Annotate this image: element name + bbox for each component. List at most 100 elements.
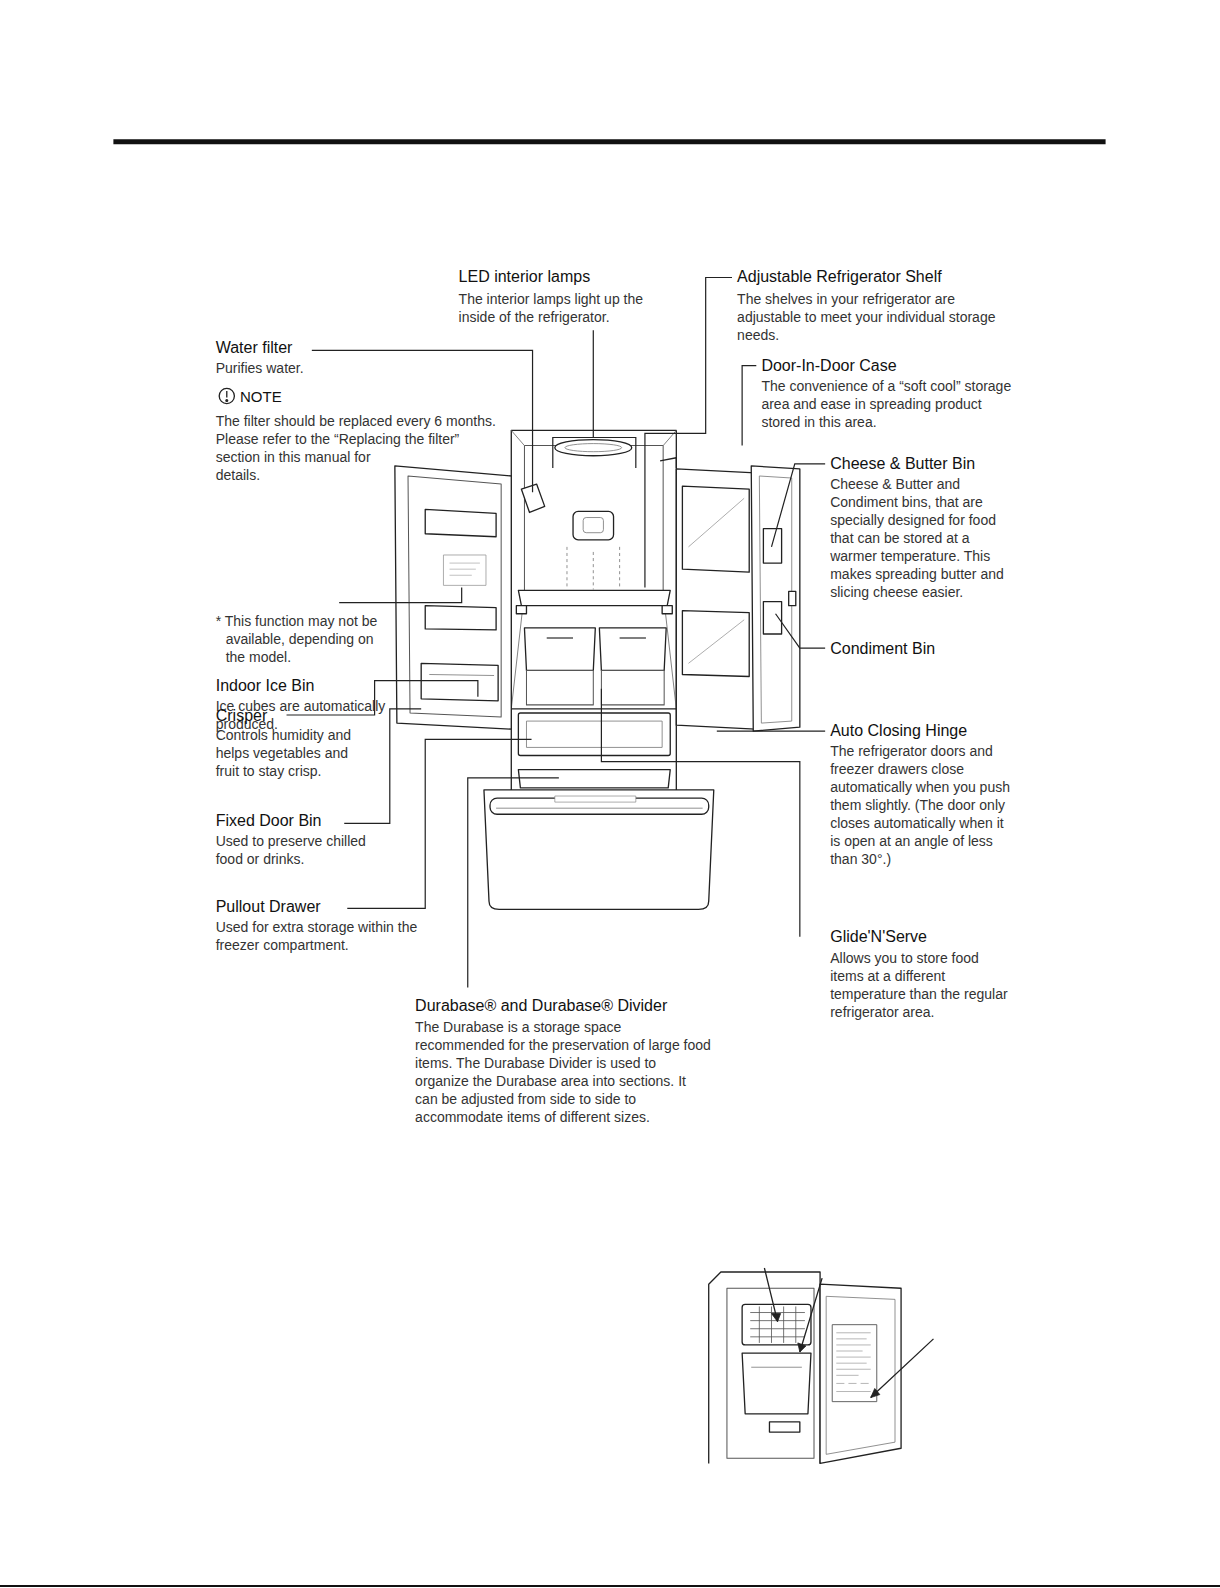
callout-heading: Adjustable Refrigerator Shelf bbox=[737, 267, 942, 286]
refrigerator-drawing bbox=[518, 770, 670, 788]
ice-maker-drawing bbox=[836, 1333, 870, 1392]
callout-heading: Glide'N'Serve bbox=[830, 927, 927, 946]
ice-maker-drawing bbox=[742, 1353, 811, 1414]
refrigerator-drawing bbox=[688, 498, 744, 547]
callout-text: Controls humidity and helps vegetables a… bbox=[216, 726, 371, 780]
refrigerator-drawing bbox=[688, 620, 744, 664]
callout-text: The convenience of a “soft cool” storage… bbox=[761, 377, 1013, 431]
callout-heading: Door-In-Door Case bbox=[761, 356, 896, 375]
callout-heading: Condiment Bin bbox=[830, 639, 935, 658]
callout-text: The Durabase is a storage space recommen… bbox=[415, 1018, 712, 1126]
leader-line bbox=[645, 277, 732, 587]
leader-line bbox=[717, 731, 825, 732]
refrigerator-drawing bbox=[660, 458, 676, 468]
callout-heading: Indoor Ice Bin bbox=[216, 676, 315, 695]
callout-heading: Cheese & Butter Bin bbox=[830, 454, 975, 473]
page-rule bbox=[0, 1585, 1220, 1587]
refrigerator-drawing bbox=[511, 708, 676, 709]
refrigerator-drawing bbox=[555, 440, 632, 456]
leader-line bbox=[468, 778, 559, 988]
note-icon bbox=[226, 391, 227, 398]
callout-text: The interior lamps light up the inside o… bbox=[459, 290, 681, 326]
refrigerator-drawing bbox=[450, 563, 480, 575]
ice-maker-drawing bbox=[742, 1304, 811, 1345]
leader-line bbox=[339, 587, 462, 602]
refrigerator-drawing bbox=[526, 670, 664, 704]
refrigerator-drawing bbox=[555, 796, 636, 802]
refrigerator-drawing bbox=[425, 606, 496, 630]
refrigerator-drawing bbox=[524, 446, 663, 593]
refrigerator-drawing bbox=[682, 611, 749, 677]
refrigerator-drawing bbox=[759, 476, 791, 723]
refrigerator-drawing bbox=[599, 628, 666, 671]
note-icon bbox=[219, 388, 234, 403]
ice-maker-drawing bbox=[820, 1284, 901, 1463]
refrigerator-drawing bbox=[511, 430, 676, 709]
page-rule bbox=[0, 142, 1220, 1586]
wrap-spacer bbox=[386, 450, 498, 610]
note-icon bbox=[226, 400, 228, 402]
refrigerator-drawing bbox=[484, 790, 714, 910]
ice-maker-drawing bbox=[709, 1272, 820, 1463]
refrigerator-drawing bbox=[518, 713, 670, 756]
ice-maker-drawing bbox=[751, 1367, 802, 1368]
ice-maker-drawing bbox=[769, 1422, 799, 1432]
ice-maker-drawing bbox=[832, 1325, 877, 1402]
refrigerator-drawing bbox=[443, 555, 486, 585]
callout-text: Used for extra storage within the freeze… bbox=[216, 918, 431, 954]
leader-line bbox=[601, 689, 799, 937]
callout-heading: Durabase® and Durabase® Divider bbox=[415, 996, 667, 1015]
refrigerator-drawing bbox=[518, 590, 670, 605]
refrigerator-drawing bbox=[565, 444, 622, 452]
refrigerator-drawing bbox=[751, 466, 800, 731]
refrigerator-drawing bbox=[425, 509, 496, 536]
callout-text: Cheese & Butter and Condiment bins, that… bbox=[830, 475, 1015, 601]
refrigerator-drawing bbox=[682, 486, 749, 572]
leader-line bbox=[776, 614, 826, 648]
refrigerator-drawing bbox=[524, 628, 595, 671]
refrigerator-drawing bbox=[547, 637, 646, 639]
refrigerator-drawing bbox=[789, 591, 796, 605]
refrigerator-drawing bbox=[395, 430, 800, 909]
callout-heading: Water filter bbox=[216, 338, 293, 357]
refrigerator-drawing bbox=[567, 547, 620, 590]
note-heading: NOTE bbox=[240, 387, 282, 406]
ice-maker-drawing bbox=[727, 1288, 814, 1458]
ice-maker-drawing bbox=[826, 1296, 895, 1454]
leader-line bbox=[593, 330, 594, 437]
callout-text: Allows you to store food items at a diff… bbox=[830, 949, 1012, 1021]
leader-line bbox=[742, 366, 756, 446]
note-icon bbox=[219, 388, 234, 403]
refrigerator-drawing bbox=[676, 469, 755, 729]
callout-heading: Auto Closing Hinge bbox=[830, 721, 967, 740]
refrigerator-drawing bbox=[516, 606, 672, 614]
refrigerator-drawing bbox=[395, 466, 511, 729]
leader-line bbox=[771, 464, 825, 547]
callout-heading: Fixed Door Bin bbox=[216, 811, 322, 830]
leader-line bbox=[344, 709, 421, 823]
callout-text: Used to preserve chilled food or drinks. bbox=[216, 832, 371, 868]
refrigerator-drawing bbox=[429, 674, 494, 675]
refrigerator-drawing bbox=[763, 529, 781, 563]
callout-text: Purifies water. bbox=[216, 359, 416, 377]
page-rule bbox=[113, 139, 1105, 144]
callout-text: The shelves in your refrigerator are adj… bbox=[737, 290, 999, 344]
refrigerator-drawing bbox=[496, 808, 703, 809]
note-text: The filter should be replaced every 6 mo… bbox=[216, 412, 498, 610]
refrigerator-drawing bbox=[526, 721, 662, 747]
note-text: * This function may not be available, de… bbox=[216, 612, 396, 666]
ice-maker-drawing bbox=[750, 1306, 805, 1342]
refrigerator-drawing bbox=[573, 511, 613, 539]
leader-line bbox=[347, 739, 531, 908]
ice-maker-drawing bbox=[709, 1268, 934, 1463]
refrigerator-drawing bbox=[583, 518, 603, 533]
ice-maker-drawing bbox=[771, 1314, 879, 1398]
leader-line bbox=[553, 438, 636, 468]
callout-heading: Pullout Drawer bbox=[216, 897, 321, 916]
callout-text: The refrigerator doors and freezer drawe… bbox=[830, 742, 1015, 868]
refrigerator-drawing bbox=[511, 430, 676, 800]
callout-heading: Crisper bbox=[216, 706, 268, 725]
refrigerator-drawing bbox=[421, 663, 498, 700]
